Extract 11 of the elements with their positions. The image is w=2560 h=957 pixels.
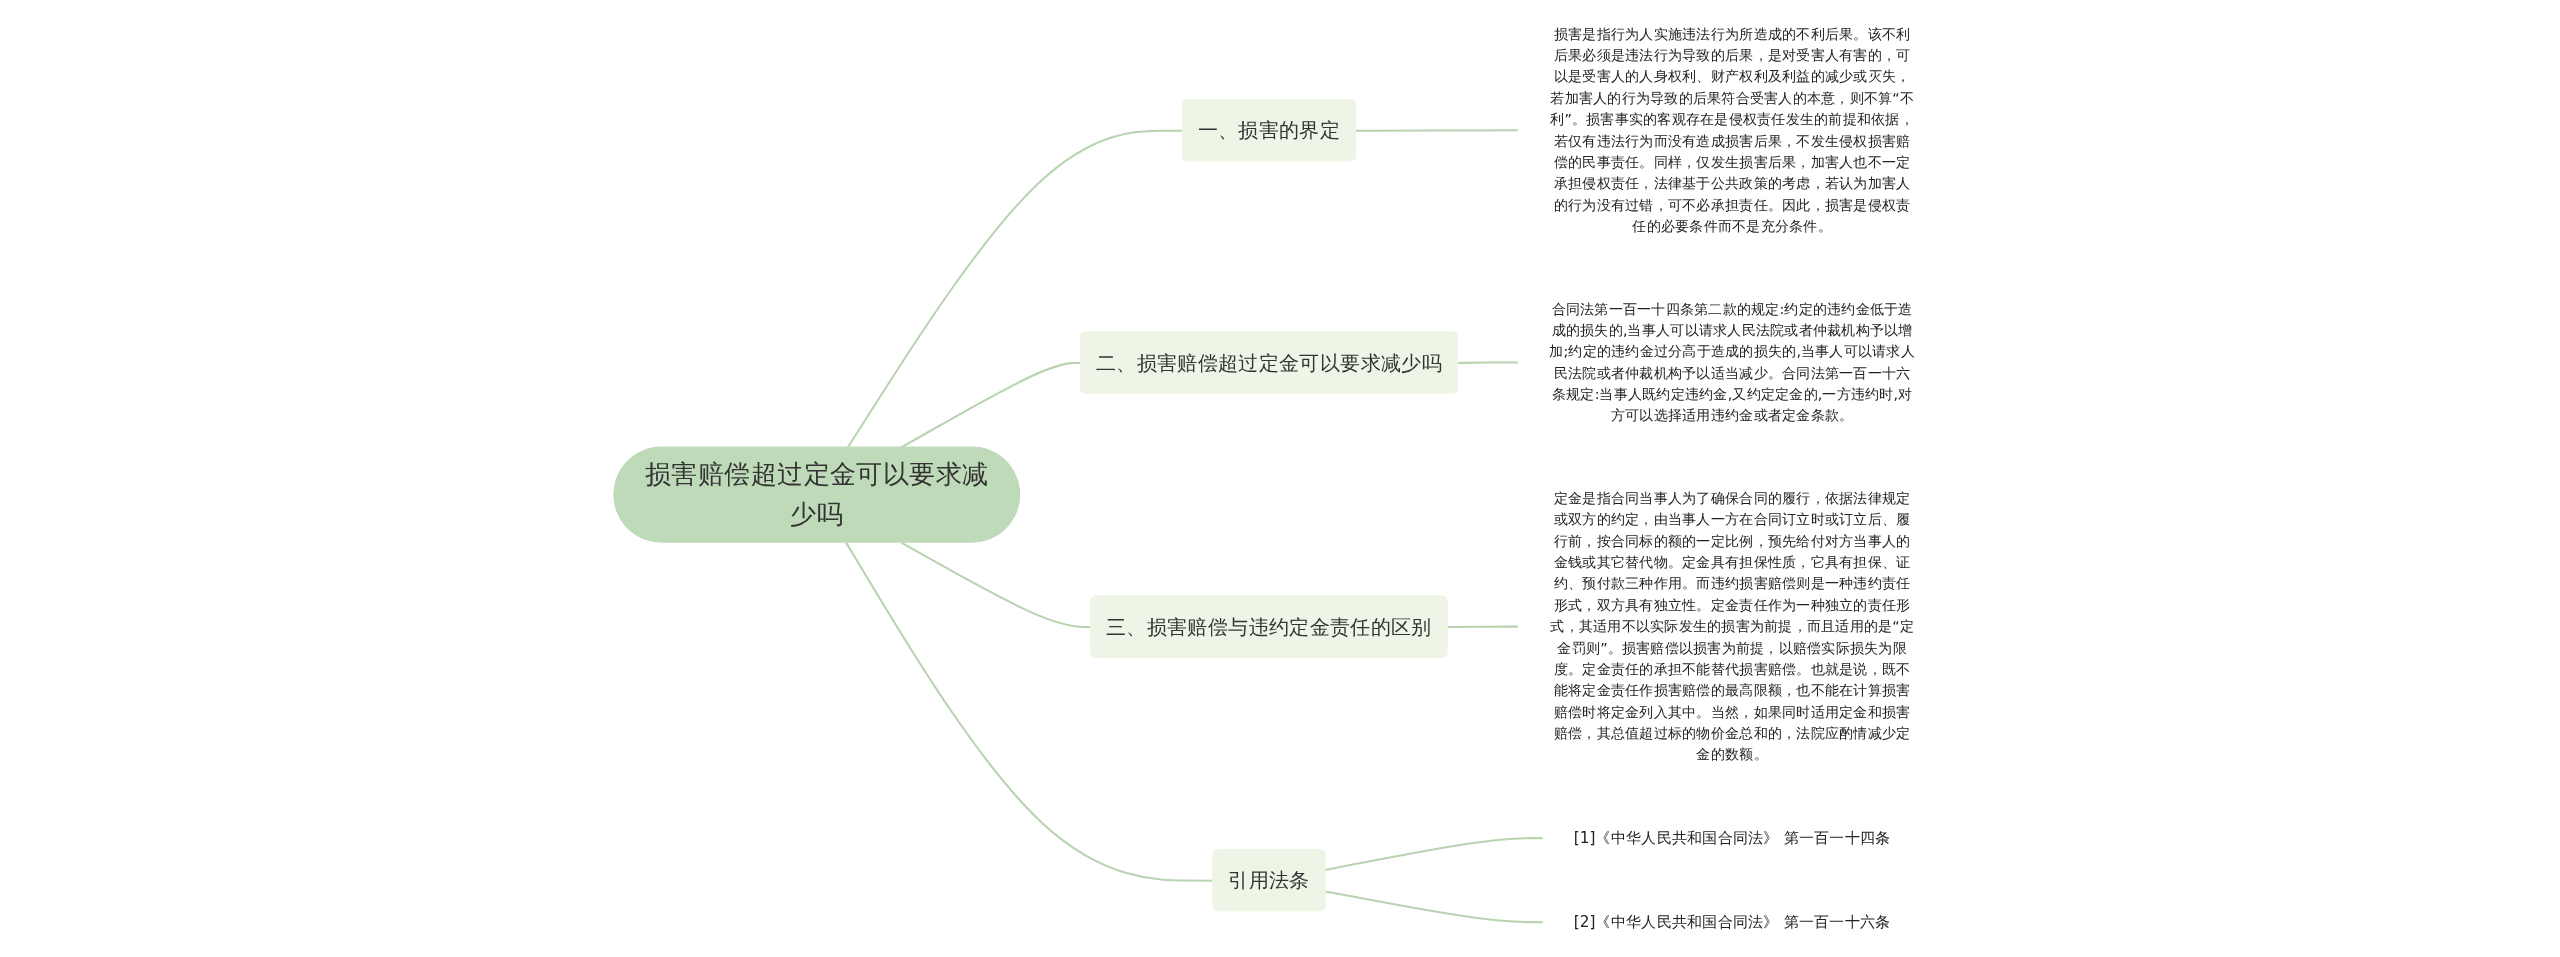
node-text: 损害是指行为人实施违法行为所造成的不利后果。该不利后果必须是违法行为导致的后果，是对受害人有害的，可以是受害人的人身权利、财产权利及利益的减少或灭失，若加害人的行为导致的后果符合受害人的本意，则不算“不利”。损害事实的客观存在是侵权责任发生的前提和依据，若仅有违法行为而没有造成损害后果，不发生侵权损害赔偿的民事责任。同样，仅发生损害后果，加害人也不一定承担侵权责任，法律基于公共政策的考虑，若认为加害人的行为没有过错，可不必承担责任。因此，损害是侵权责任的必要条件而不是充分条件。 bbox=[1550, 25, 1914, 235]
connector bbox=[1447, 625, 1519, 629]
node-text: 定金是指合同当事人为了确保合同的履行，依据法律规定或双方的约定，由当事人一方在合同订立时或订立后、履行前，按合同标的额的一定比例，预先给付对方当事人的金钱或其它替代物。定金具有担保性质，它具有担保、证约、预付款三种作用。而违约损害赔偿则是一种违约责任形式，双方具有独立性。定金责任作为一种独立的责任形式，其适用不以实际发生的损害为前提，而且适用的是“定金罚则”。损害赔偿以损害为前提，以赔偿实际损失为限度。定金责任的承担不能替代损害赔偿。也就是说，既不能将定金责任作损害赔偿的最高限额，也不能在计算损害赔偿时将定金列入其中。当然，如果同时适用定金和损害赔偿，其总值超过标的物价金总和的，法院应酌情减少定金的数额。 bbox=[1550, 489, 1914, 763]
connector bbox=[846, 129, 1183, 449]
connector bbox=[1325, 890, 1544, 924]
connector bbox=[1355, 129, 1519, 132]
connector bbox=[1457, 361, 1519, 364]
node-text: [1]《中华人民共和国合同法》 第一百一十四条 bbox=[1573, 828, 1891, 848]
connector bbox=[1325, 837, 1544, 871]
node-text: 合同法第一百一十四条第二款的规定:约定的违约金低于造成的损失的,当事人可以请求人民法院或者仲裁机构予以增加;约定的违约金过分高于造成的损失的,当事人可以请求人民法院或者仲裁机构予以适当减少。合同法第一百一十六条规定:当事人既约定违约金,又约定定金的,一方违约时,对方可以选择适用违约金或者定金条款。 bbox=[1549, 300, 1915, 424]
node-text: [2]《中华人民共和国合同法》 第一百一十六条 bbox=[1573, 912, 1891, 932]
